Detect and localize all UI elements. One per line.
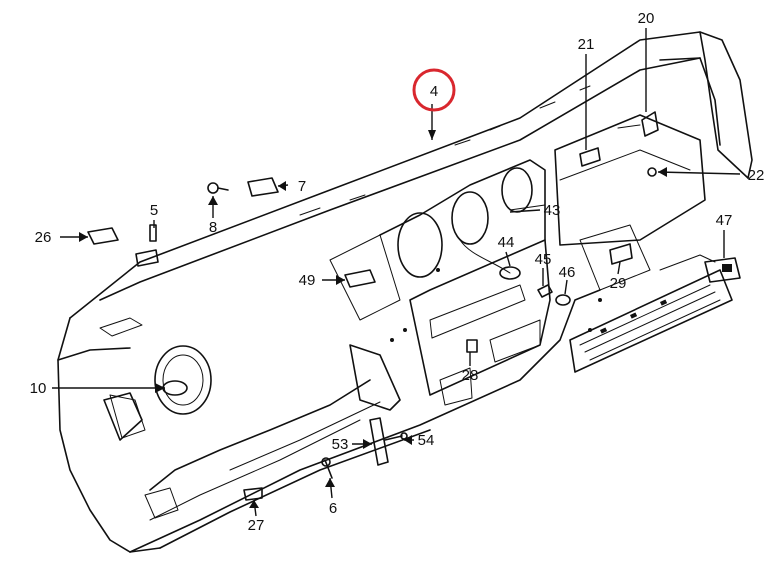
part-clip-27 — [243, 487, 263, 501]
callout-7: 7 — [298, 178, 306, 195]
callout-53: 53 — [332, 436, 349, 453]
callout-10: 10 — [30, 380, 47, 397]
part-22 — [647, 167, 657, 177]
part-screw-5 — [135, 224, 159, 267]
callout-22: 22 — [748, 167, 765, 184]
callout-45: 45 — [535, 251, 552, 268]
part-switch-44 — [459, 239, 521, 280]
part-28 — [466, 339, 478, 353]
part-46 — [555, 294, 571, 306]
callout-4: 4 — [430, 83, 438, 100]
callout-49: 49 — [299, 272, 316, 289]
callout-5: 5 — [150, 202, 158, 219]
callout-29: 29 — [610, 275, 627, 292]
callout-27: 27 — [248, 517, 265, 534]
highlight-circle — [412, 68, 456, 112]
part-45 — [537, 284, 553, 298]
part-screw-54 — [384, 432, 408, 441]
part-screw-6 — [321, 457, 333, 479]
part-20 — [617, 111, 659, 137]
callout-28: 28 — [462, 367, 479, 384]
part-clip-26 — [87, 227, 119, 245]
leader-lines — [52, 28, 741, 517]
callout-47: 47 — [716, 212, 733, 229]
callout-44: 44 — [498, 234, 515, 251]
callout-21: 21 — [578, 36, 595, 53]
callout-8: 8 — [209, 219, 217, 236]
callout-6: 6 — [329, 500, 337, 517]
dashboard-panel — [57, 31, 753, 553]
switch-panel — [569, 254, 733, 373]
callout-54: 54 — [418, 432, 435, 449]
part-bolt-8 — [207, 182, 229, 194]
part-43 — [509, 204, 546, 211]
callout-46: 46 — [559, 264, 576, 281]
part-29 — [609, 243, 633, 265]
callout-26: 26 — [35, 229, 52, 246]
part-bracket-53 — [369, 417, 389, 466]
callout-labels: 4 20 21 22 7 8 5 26 43 44 45 46 47 49 29… — [30, 10, 765, 534]
part-bracket-7 — [247, 177, 279, 197]
part-relay-47 — [704, 257, 741, 283]
callout-43: 43 — [544, 202, 561, 219]
callout-20: 20 — [638, 10, 655, 27]
part-bulb-10 — [162, 380, 188, 396]
part-clip-49 — [344, 269, 376, 288]
part-21 — [579, 147, 601, 167]
